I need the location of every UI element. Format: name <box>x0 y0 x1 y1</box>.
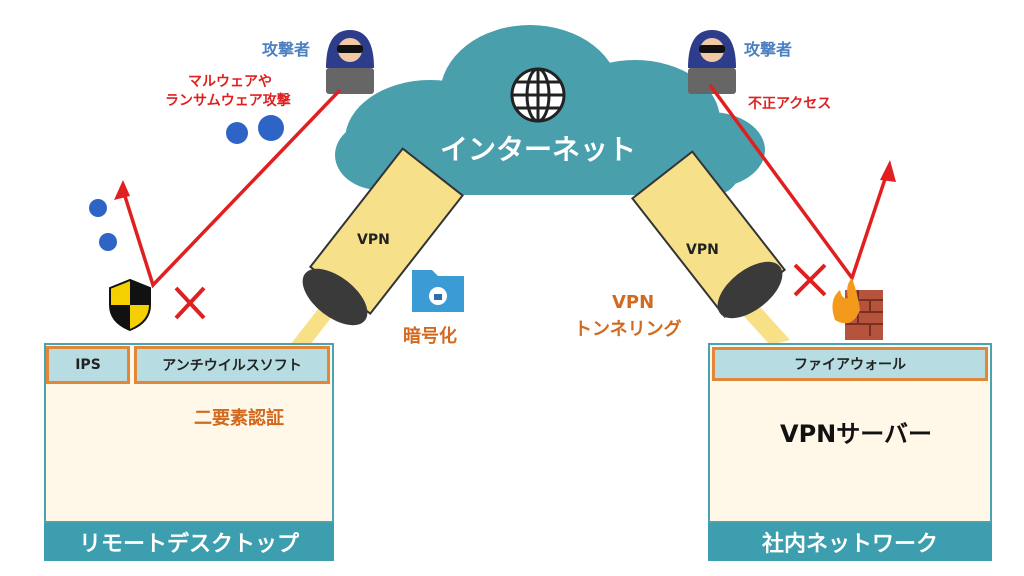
right-arrowhead <box>880 160 896 182</box>
block-x-right <box>793 263 827 297</box>
ips-tag: IPS <box>46 346 130 384</box>
left-vpn-tunnel <box>302 147 464 326</box>
left-tunnel-label: VPN <box>357 232 390 248</box>
remote-desktop-footer: リモートデスクトップ <box>44 523 334 561</box>
shield-icon <box>109 278 151 332</box>
block-x-left <box>174 286 206 320</box>
left-attack-line <box>121 88 342 289</box>
encrypted-folder-icon <box>412 270 464 312</box>
unauthorized-access-label: 不正アクセス <box>748 96 832 112</box>
tunneling-label-1: VPN <box>612 292 655 313</box>
right-attacker-label: 攻撃者 <box>744 40 793 59</box>
antivirus-tag: アンチウイルスソフト <box>134 346 330 384</box>
left-attacker-icon <box>326 30 374 94</box>
left-arrowhead <box>114 180 130 200</box>
vpn-server-label: VPNサーバー <box>780 420 933 448</box>
right-tunnel-label: VPN <box>686 242 719 258</box>
firewall-icon <box>832 278 883 340</box>
malware-attack-label-2: ランサムウェア攻撃 <box>165 93 291 109</box>
internet-label: インターネット <box>440 133 637 166</box>
globe-icon <box>510 67 566 123</box>
tunneling-label-2: トンネリング <box>574 319 682 340</box>
malware-attack-label-1: マルウェアや <box>188 74 272 90</box>
encryption-label: 暗号化 <box>403 326 457 347</box>
right-attacker-icon <box>688 30 736 94</box>
firewall-tag: ファイアウォール <box>712 347 988 381</box>
corporate-network-footer: 社内ネットワーク <box>708 523 992 561</box>
left-attacker-label: 攻撃者 <box>262 40 311 59</box>
right-vpn-tunnel <box>631 150 787 319</box>
mfa-label: 二要素認証 <box>194 408 284 429</box>
virus-icon <box>89 115 284 251</box>
